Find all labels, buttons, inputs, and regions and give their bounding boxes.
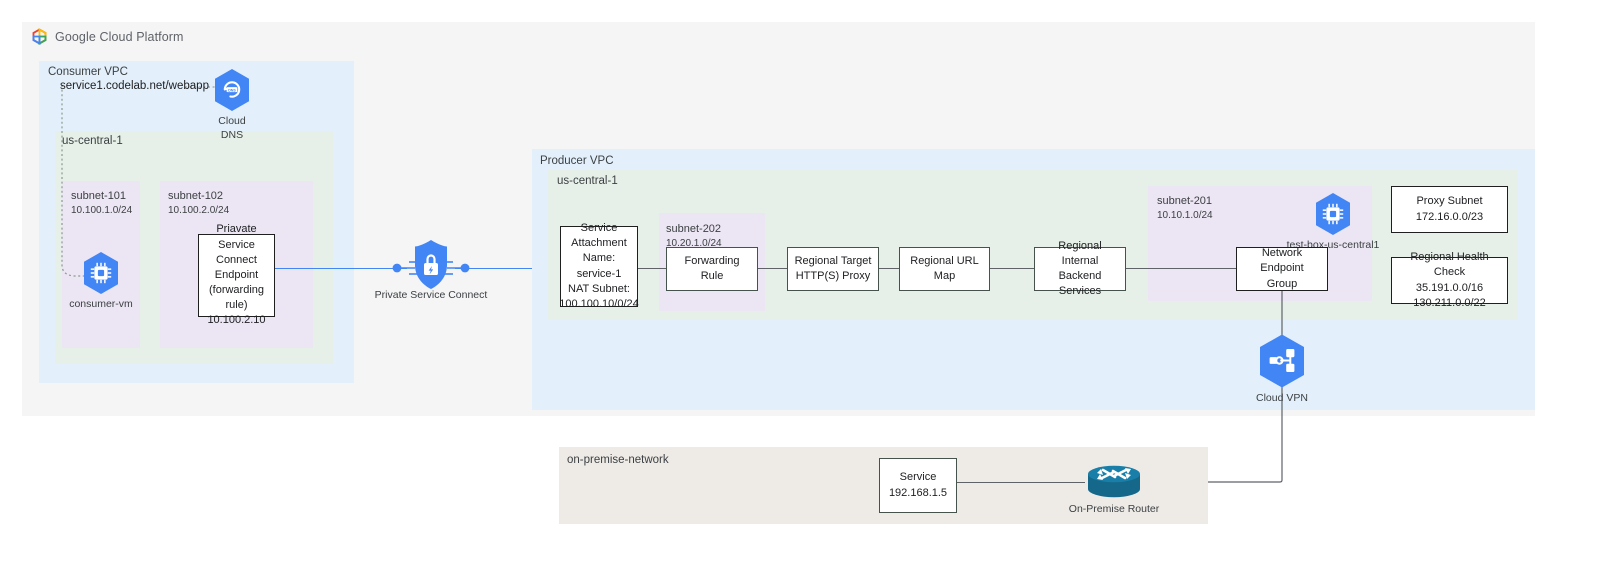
subnet-102-cidr: 10.100.2.0/24 (168, 204, 230, 216)
link-service-router (957, 482, 1085, 484)
subnet-202-name: subnet-202 (666, 223, 722, 235)
health-check-line2: 35.191.0.0/16 (1415, 281, 1484, 294)
neg-line2: Group (1266, 277, 1298, 290)
service-attachment-line5: 100.100.10/0/24 (559, 297, 639, 310)
link-proxy-urlmap (879, 268, 899, 270)
service-attachment-line3: Name: service-1 (576, 252, 622, 280)
google-cloud-platform-logo (31, 27, 48, 46)
subnet-202-label: subnet-202 10.20.1.0/24 (666, 222, 722, 250)
health-check-line3: 130.211.0.0/22 (1413, 296, 1486, 309)
router-icon (1084, 462, 1144, 500)
target-proxy-line2: HTTP(S) Proxy (795, 270, 871, 282)
health-check-line1: Regional Health Check (1410, 251, 1489, 279)
compute-engine-icon (1313, 192, 1353, 236)
cloud-dns-icon: DNS (212, 68, 252, 112)
cloud-vpn-label: Cloud VPN (1256, 392, 1308, 404)
psc-link-left (275, 268, 407, 270)
consumer-region-label: us-central-1 (62, 135, 123, 147)
subnet-102-label: subnet-102 10.100.2.0/24 (168, 189, 229, 217)
forwarding-rule-label: Forwarding Rule (684, 254, 740, 282)
on-premise-router-node[interactable]: On-Premise Router (1069, 462, 1159, 517)
subnet-101-name: subnet-101 (71, 190, 127, 202)
subnet-201-name: subnet-201 (1157, 195, 1213, 207)
subnet-201-label: subnet-201 10.10.1.0/24 (1157, 194, 1213, 222)
cloud-dns-label-line1: Cloud (218, 115, 246, 127)
private-service-connect-node[interactable] (385, 238, 477, 296)
regional-health-check-box[interactable]: Regional Health Check 35.191.0.0/16 130.… (1391, 251, 1508, 309)
svg-text:DNS: DNS (228, 88, 236, 92)
private-service-connect-icon (385, 238, 477, 296)
on-premise-service-box[interactable]: Service 192.168.1.5 (879, 458, 957, 513)
link-forwarding-proxy (758, 268, 787, 270)
producer-vpc-label: Producer VPC (540, 155, 614, 167)
proxy-subnet-line2: 172.16.0.0/23 (1415, 210, 1484, 223)
target-proxy-line1: Regional Target (794, 254, 872, 267)
consumer-vm-label: consumer-vm (69, 298, 133, 310)
forwarding-rule-box[interactable]: Forwarding Rule (666, 247, 758, 291)
regional-url-map-box[interactable]: Regional URL Map (899, 247, 990, 291)
service-attachment-line2: Attachment (571, 237, 627, 250)
psc-link-right (455, 268, 560, 270)
backend-services-line1: Regional Internal (1058, 239, 1102, 267)
psc-endpoint-line4: 10.100.2.10 (207, 314, 266, 327)
link-attachment-forwarding (638, 268, 666, 270)
on-premise-service-line2: 192.168.1.5 (888, 486, 948, 499)
cloud-vpn-icon (1256, 333, 1308, 389)
cloud-dns-label-line2: DNS (220, 128, 244, 141)
compute-engine-icon (81, 251, 121, 295)
cloud-dns-node[interactable]: DNS Cloud DNS (207, 68, 257, 142)
dns-record-label: service1.codelab.net/webapp (60, 80, 209, 92)
on-premise-network-label: on-premise-network (567, 454, 669, 466)
producer-region-label: us-central-1 (557, 175, 618, 187)
network-endpoint-group-box[interactable]: Network Endpoint Group (1236, 247, 1328, 291)
subnet-102-name: subnet-102 (168, 190, 224, 202)
page-title: Google Cloud Platform (55, 29, 184, 44)
psc-endpoint-line3: (forwarding rule) (208, 284, 265, 312)
psc-endpoint-line2: Connect Endpoint (214, 253, 259, 281)
neg-line1: Network Endpoint (1260, 247, 1304, 275)
consumer-vm-node[interactable]: consumer-vm (68, 251, 134, 312)
header: Google Cloud Platform (31, 27, 184, 46)
proxy-subnet-line1: Proxy Subnet (1416, 195, 1483, 208)
psc-endpoint-box[interactable]: Priavate Service Connect Endpoint (forwa… (198, 223, 275, 326)
private-service-connect-label: Private Service Connect (374, 289, 488, 301)
subnet-101-cidr: 10.100.1.0/24 (71, 204, 133, 216)
cloud-vpn-node[interactable]: Cloud VPN (1247, 333, 1317, 406)
regional-target-proxy-box[interactable]: Regional Target HTTP(S) Proxy (787, 247, 879, 291)
service-attachment-box[interactable]: Service Attachment Name: service-1 NAT S… (559, 222, 639, 310)
link-urlmap-backend (990, 268, 1034, 270)
backend-services-line2: Backend Services (1058, 270, 1102, 298)
on-premise-router-label: On-Premise Router (1068, 503, 1160, 515)
service-attachment-line4: NAT Subnet: (568, 282, 630, 295)
test-box-node[interactable]: test-box-us-central1 (1281, 192, 1385, 253)
consumer-vpc-label: Consumer VPC (48, 66, 128, 78)
url-map-label: Regional URL Map (910, 254, 979, 282)
on-premise-service-line1: Service (899, 471, 937, 484)
proxy-subnet-box[interactable]: Proxy Subnet 172.16.0.0/23 (1391, 186, 1508, 233)
subnet-202-cidr: 10.20.1.0/24 (666, 237, 722, 249)
regional-backend-services-box[interactable]: Regional Internal Backend Services (1034, 240, 1126, 297)
subnet-101-label: subnet-101 10.100.1.0/24 (71, 189, 132, 217)
subnet-201-cidr: 10.10.1.0/24 (1157, 209, 1213, 221)
link-backend-neg (1126, 268, 1236, 270)
service-attachment-line1: Service (580, 221, 618, 234)
psc-endpoint-line1: Priavate Service (216, 223, 257, 251)
